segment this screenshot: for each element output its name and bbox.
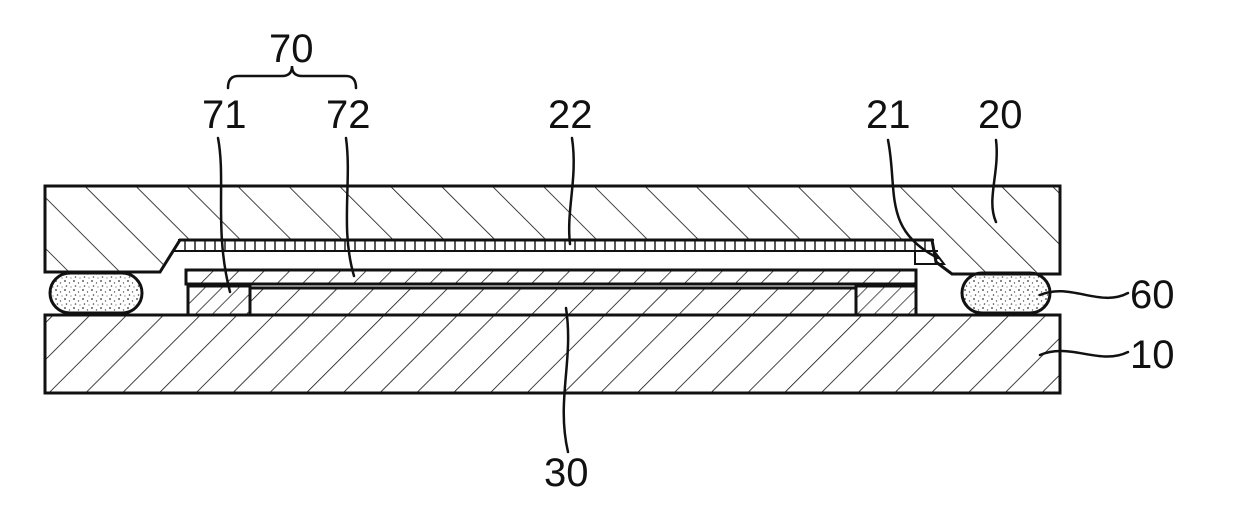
label-10: 10 [1130, 333, 1175, 377]
label-21: 21 [866, 93, 911, 137]
label-22: 22 [548, 93, 593, 137]
label-20: 20 [978, 93, 1023, 137]
label-70: 70 [269, 27, 314, 71]
label-71: 71 [202, 93, 247, 137]
sealant-left [50, 273, 142, 313]
spacer-71-right [856, 286, 916, 315]
upper-substrate [45, 186, 1060, 274]
leader-60 [1040, 291, 1128, 298]
layer-72 [186, 270, 916, 284]
label-72: 72 [326, 93, 371, 137]
layer-30 [250, 288, 856, 315]
sealant-right [962, 273, 1050, 313]
label-30: 30 [544, 451, 589, 495]
layer-22 [174, 240, 938, 251]
spacer-71-left [188, 286, 250, 315]
lower-substrate [45, 315, 1060, 393]
label-60: 60 [1130, 273, 1175, 317]
